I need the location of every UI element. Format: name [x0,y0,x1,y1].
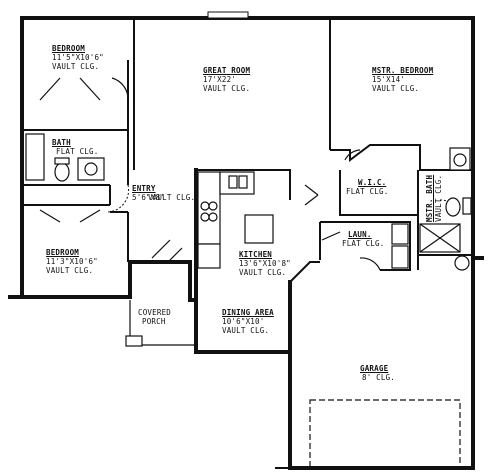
interior-walls [22,18,473,283]
master-bedroom-ceiling: VAULT CLG. [372,84,420,93]
garage-name: GARAGE [360,364,389,373]
dining-area-name: DINING AREA [222,308,274,317]
kitchen-fixtures [197,171,274,269]
kitchen-size: 13'6"X10'8" [239,259,291,268]
great-room-label: GREAT ROOM 17'X22' VAULT CLG. [203,66,250,93]
dining-area-ceiling: VAULT CLG. [222,326,270,335]
laundry-label: LAUN. FLAT CLG. [342,230,384,248]
porch-garage [125,300,461,469]
covered-porch-line2: PORCH [142,317,166,326]
bedroom-north-size: 11'5"X10'6" [52,53,104,62]
dining-area-size: 10'6"X10' [222,317,265,326]
exterior-walls [8,11,484,470]
kitchen-label: KITCHEN 13'6"X10'8" VAULT CLG. [239,250,291,277]
bath-label: BATH FLAT CLG. [52,138,98,156]
master-bath-name: MSTR. BATH [425,174,434,222]
covered-porch-line1: COVERED [138,308,172,317]
bedroom-south-size: 11'3"X10'6" [46,257,98,266]
wic-label: W.I.C. FLAT CLG. [346,178,388,196]
covered-porch-label: COVERED PORCH [138,308,171,326]
laundry-name: LAUN. [348,230,372,239]
entry-name: ENTRY [132,184,156,193]
master-bath-label: MSTR. BATH VAULT CLG. [425,175,443,222]
kitchen-ceiling: VAULT CLG. [239,268,287,277]
door-swings [39,77,456,271]
great-room-name: GREAT ROOM [203,66,251,75]
entry-label: ENTRY 5'6"X8' VAULT CLG. [132,184,195,202]
bath-fixtures [25,133,105,182]
bedroom-south-name: BEDROOM [46,248,80,257]
bedroom-north-name: BEDROOM [52,44,86,53]
garage-label: GARAGE 8' CLG. [360,364,395,382]
laundry-ceiling: FLAT CLG. [342,239,385,248]
master-bedroom-name: MSTR. BEDROOM [372,66,434,75]
bath-ceiling: FLAT CLG. [56,147,99,156]
great-room-ceiling: VAULT CLG. [203,84,251,93]
master-bedroom-size: 15'X14' [372,75,406,84]
entry-size: 5'6"X8' [132,193,166,202]
dining-area-label: DINING AREA 10'6"X10' VAULT CLG. [222,308,274,335]
bedroom-south-label: BEDROOM 11'3"X10'6" VAULT CLG. [46,248,98,275]
wic-ceiling: FLAT CLG. [346,187,389,196]
master-bath-ceiling: VAULT CLG. [434,174,443,222]
bedroom-south-ceiling: VAULT CLG. [46,266,94,275]
entry-ceiling: VAULT CLG. [148,193,196,202]
master-bedroom-label: MSTR. BEDROOM 15'X14' VAULT CLG. [372,66,433,93]
bath-name: BATH [52,138,71,147]
laundry-appliances [391,223,409,269]
garage-ceiling: 8' CLG. [362,373,396,382]
kitchen-name: KITCHEN [239,250,273,259]
bedroom-north-label: BEDROOM 11'5"X10'6" VAULT CLG. [52,44,104,71]
bedroom-north-ceiling: VAULT CLG. [52,62,100,71]
great-room-size: 17'X22' [203,75,237,84]
master-bath-fixtures [419,147,472,271]
wic-name: W.I.C. [358,178,387,187]
